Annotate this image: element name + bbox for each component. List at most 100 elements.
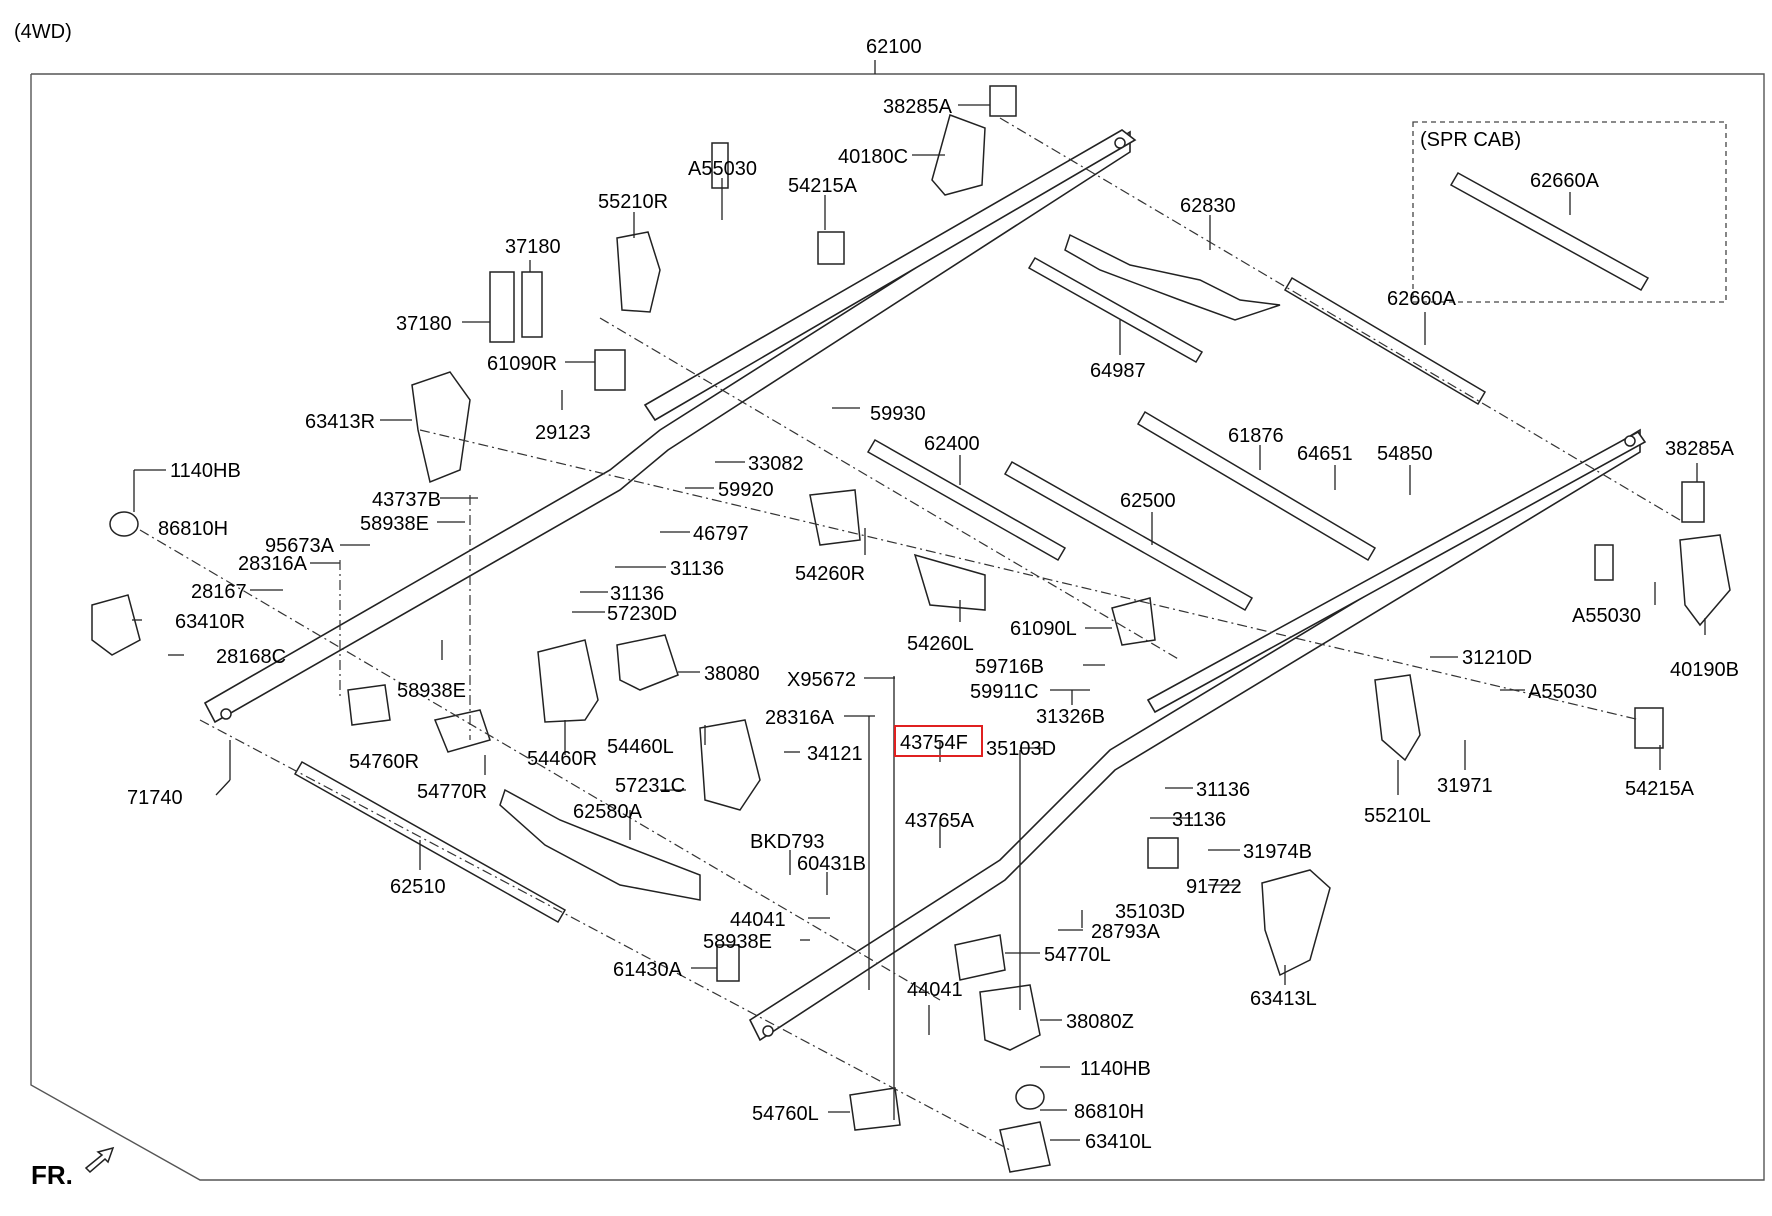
part-label[interactable]: 61430A xyxy=(613,959,683,981)
part-label[interactable]: 54850 xyxy=(1377,443,1433,465)
part-label[interactable]: 62500 xyxy=(1120,490,1176,512)
left-frame-rail xyxy=(203,130,1131,724)
part-label[interactable]: 38285A xyxy=(883,96,953,118)
bracket-54770R xyxy=(433,709,491,753)
part-label[interactable]: 31136 xyxy=(670,558,724,580)
part-label[interactable]: 54215A xyxy=(1625,778,1695,800)
part-label[interactable]: 59930 xyxy=(870,403,926,425)
part-label[interactable]: 1140HB xyxy=(170,460,241,482)
part-label[interactable]: 46797 xyxy=(693,523,749,545)
reference-lines xyxy=(139,117,1681,1151)
part-label[interactable]: 64651 xyxy=(1297,443,1353,465)
part-label[interactable]: 62580A xyxy=(573,801,643,823)
part-label[interactable]: 62660A xyxy=(1387,288,1457,310)
part-label[interactable]: 31136 xyxy=(610,583,664,605)
part-label[interactable]: 37180 xyxy=(505,236,561,258)
part-label[interactable]: 61876 xyxy=(1228,425,1284,447)
part-label[interactable]: 62660A xyxy=(1530,170,1600,192)
part-label[interactable]: 31971 xyxy=(1437,775,1493,797)
part-label[interactable]: 54460L xyxy=(607,736,674,758)
part-label[interactable]: 58938E xyxy=(360,513,429,535)
part-label[interactable]: 91722 xyxy=(1186,876,1242,898)
part-label[interactable]: 54260R xyxy=(795,563,865,585)
part-label[interactable]: 35103D xyxy=(986,738,1056,760)
part-label[interactable]: X95672 xyxy=(787,669,856,691)
part-label[interactable]: 54770L xyxy=(1044,944,1111,966)
part-label[interactable]: 54760R xyxy=(349,751,419,773)
part-label[interactable]: 44041 xyxy=(730,909,786,931)
part-label[interactable]: 28316A xyxy=(765,707,835,729)
part-label-highlighted[interactable]: 43754F xyxy=(900,732,968,754)
part-label[interactable]: 58938E xyxy=(703,931,772,953)
part-label[interactable]: 31136 xyxy=(1172,809,1226,831)
part-label[interactable]: 34121 xyxy=(807,743,863,765)
bracket-54460R xyxy=(537,639,599,723)
part-label[interactable]: 33082 xyxy=(748,453,804,475)
part-label[interactable]: 43737B xyxy=(372,489,441,511)
part-label[interactable]: A55030 xyxy=(688,158,757,180)
part-label[interactable]: 61090R xyxy=(487,353,557,375)
part-label[interactable]: 54760L xyxy=(752,1103,819,1125)
part-label[interactable]: 95673A xyxy=(265,535,335,557)
part-label[interactable]: 37180 xyxy=(396,313,452,335)
part-label[interactable]: 29123 xyxy=(535,422,591,444)
part-label[interactable]: 58938E xyxy=(397,680,466,702)
part-label[interactable]: 63413R xyxy=(305,411,375,433)
part-label[interactable]: 64987 xyxy=(1090,360,1146,382)
bracket-37180-b xyxy=(521,271,543,338)
part-label[interactable]: 60431B xyxy=(797,853,866,875)
part-label[interactable]: 44041 xyxy=(907,979,963,1001)
assembly-label: 62100 xyxy=(866,36,922,58)
bracket-31974B xyxy=(1147,837,1179,869)
part-label[interactable]: 54260L xyxy=(907,633,974,655)
part-label[interactable]: 38080 xyxy=(704,663,760,685)
part-label[interactable]: 71740 xyxy=(127,787,183,809)
part-label[interactable]: 57231C xyxy=(615,775,685,797)
part-label[interactable]: A55030 xyxy=(1572,605,1641,627)
part-label[interactable]: A55030 xyxy=(1528,681,1597,703)
crossmember-62400 xyxy=(866,438,1067,562)
part-label[interactable]: 63410R xyxy=(175,611,245,633)
part-label[interactable]: 54770R xyxy=(417,781,487,803)
part-label[interactable]: 63410L xyxy=(1085,1131,1152,1153)
part-label[interactable]: 28793A xyxy=(1091,921,1161,943)
part-label[interactable]: 63413L xyxy=(1250,988,1317,1010)
part-label[interactable]: 28167 xyxy=(191,581,247,603)
bracket-38080 xyxy=(616,634,679,691)
left-frame-rail-top xyxy=(643,129,1137,422)
part-label[interactable]: 31136 xyxy=(1196,779,1250,801)
part-label[interactable]: 38285A xyxy=(1665,438,1735,460)
right-frame-rail-top xyxy=(1146,430,1647,714)
part-label[interactable]: 86810H xyxy=(158,518,228,540)
bracket-38285A-right xyxy=(1681,481,1705,523)
body-mount-bracket-63413R xyxy=(411,371,471,484)
part-label[interactable]: 59716B xyxy=(975,656,1044,678)
part-label[interactable]: 59911C xyxy=(970,681,1039,703)
part-label[interactable]: 54460R xyxy=(527,748,597,770)
part-label[interactable]: 62830 xyxy=(1180,195,1236,217)
part-label[interactable]: 62400 xyxy=(924,433,980,455)
part-label[interactable]: BKD793 xyxy=(750,831,825,853)
part-labels: 38285A 40180C A55030 54215A 55210R 37180… xyxy=(127,96,1739,1153)
part-label[interactable]: 57230D xyxy=(607,603,677,625)
variant-label: (4WD) xyxy=(14,21,72,43)
part-label[interactable]: 38080Z xyxy=(1066,1011,1134,1033)
part-label[interactable]: 54215A xyxy=(788,175,858,197)
part-label[interactable]: 40190B xyxy=(1670,659,1739,681)
part-label[interactable]: 28168C xyxy=(216,646,286,668)
part-label[interactable]: 86810H xyxy=(1074,1101,1144,1123)
part-label[interactable]: 1140HB xyxy=(1080,1058,1151,1080)
part-label[interactable]: 59920 xyxy=(718,479,774,501)
part-label[interactable]: 43765A xyxy=(905,810,975,832)
part-label[interactable]: 62510 xyxy=(390,876,446,898)
part-label[interactable]: 31974B xyxy=(1243,841,1312,863)
part-label[interactable]: 55210L xyxy=(1364,805,1431,827)
bracket-61090L xyxy=(1111,597,1156,646)
part-label[interactable]: 40180C xyxy=(838,146,908,168)
part-label[interactable]: 31210D xyxy=(1462,647,1532,669)
part-label[interactable]: 55210R xyxy=(598,191,668,213)
part-label[interactable]: 28316A xyxy=(238,553,308,575)
part-label[interactable]: 31326B xyxy=(1036,706,1105,728)
part-label[interactable]: 61090L xyxy=(1010,618,1077,640)
part-label[interactable]: 35103D xyxy=(1115,901,1185,923)
